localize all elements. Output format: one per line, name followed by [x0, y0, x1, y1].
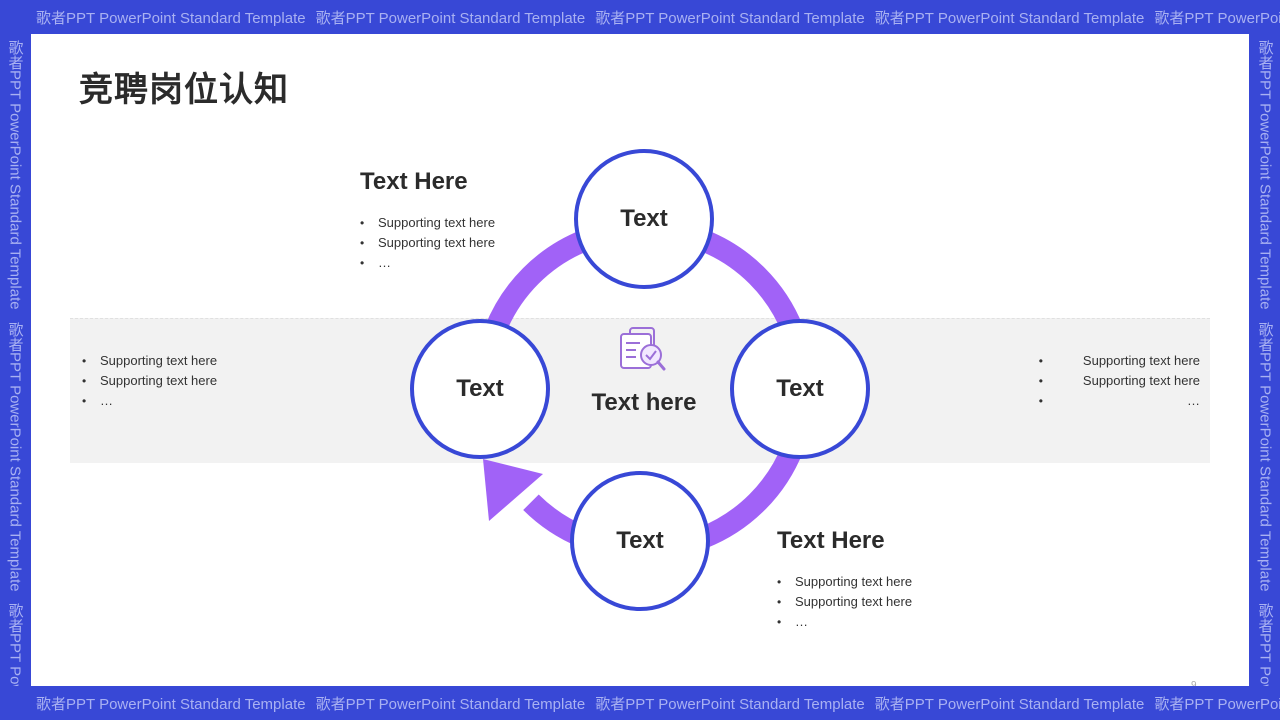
block-right-bullets: Supporting text here Supporting text her… [1039, 351, 1200, 411]
watermark-text: 歌者PPT PowerPoint Standard Template [595, 9, 865, 27]
list-item: Supporting text here [1039, 371, 1200, 391]
node-left-label: Text [456, 375, 504, 402]
watermark-text: 歌者PPT PowerPoint [1154, 695, 1280, 713]
watermark-text: 歌者PPT PowerPoint Standard Template [6, 40, 24, 310]
list-item: … [777, 612, 912, 632]
list-item: Supporting text here [777, 572, 912, 592]
block-bottom-bullets: Supporting text here Supporting text her… [777, 572, 912, 632]
watermark-text: 歌者PPT PowerPoint Standard Template [874, 695, 1145, 713]
block-left-bullets: Supporting text here Supporting text her… [82, 351, 217, 411]
list-item: Supporting text here [1039, 351, 1200, 371]
watermark-right: 歌者PPT PowerPoint Standard Template 歌者PPT… [1250, 34, 1280, 686]
node-right-label: Text [776, 375, 824, 402]
watermark-text: 歌者PPT PowerPoint Standard Template [1256, 321, 1274, 592]
cycle-arrowhead [483, 459, 543, 521]
watermark-text: 歌者PPT PowerP [1256, 603, 1274, 686]
node-left: Text [410, 319, 550, 459]
watermark-text: 歌者PPT PowerPoint [1154, 9, 1280, 27]
watermark-text: 歌者PPT PowerPoint Standard Template [874, 9, 1145, 27]
watermark-top: 歌者PPT PowerPoint Standard Template 歌者PPT… [0, 0, 1280, 34]
watermark-text: 歌者PPT PowerPoint Standard Template [36, 9, 306, 27]
watermark-text: 歌者PPT PowerPoint Standard Template [6, 321, 24, 592]
list-item: Supporting text here [82, 351, 217, 371]
list-item: Supporting text here [360, 213, 495, 233]
list-item: Supporting text here [777, 592, 912, 612]
center-label: Text here [591, 389, 697, 416]
watermark-left: 歌者PPT PowerPoint Standard Template 歌者PPT… [0, 34, 30, 686]
watermark-text: 歌者PPT PowerPoint Standard Template [1256, 40, 1274, 310]
list-item: … [1039, 391, 1200, 411]
node-right: Text [730, 319, 870, 459]
list-item: Supporting text here [360, 233, 495, 253]
page-number: 9 [1191, 680, 1197, 686]
block-top-title: Text Here [360, 168, 468, 195]
document-search-check-icon [620, 327, 666, 371]
slide-title: 竞聘岗位认知 [79, 70, 289, 110]
watermark-text: 歌者PPT PowerPoint Standard Template [315, 695, 586, 713]
node-bottom-label: Text [616, 527, 664, 554]
node-top-label: Text [620, 205, 668, 232]
list-item: … [360, 253, 495, 273]
node-top: Text [574, 149, 714, 289]
slide-canvas: 竞聘岗位认知 Text Text Text Text Text here Tex… [31, 34, 1249, 686]
watermark-text: 歌者PPT PowerPoint Standard Template [36, 695, 306, 713]
block-bottom-title: Text Here [777, 527, 885, 554]
watermark-text: 歌者PPT PowerPoint Standard Template [595, 695, 865, 713]
node-bottom: Text [570, 471, 710, 611]
band-divider [70, 318, 1210, 319]
watermark-text: 歌者PPT PowerPoint Standard Template [315, 9, 586, 27]
watermark-bottom: 歌者PPT PowerPoint Standard Template 歌者PPT… [0, 686, 1280, 720]
block-top-bullets: Supporting text here Supporting text her… [360, 213, 495, 273]
watermark-text: 歌者PPT PowerP [6, 603, 24, 686]
list-item: Supporting text here [82, 371, 217, 391]
list-item: … [82, 391, 217, 411]
